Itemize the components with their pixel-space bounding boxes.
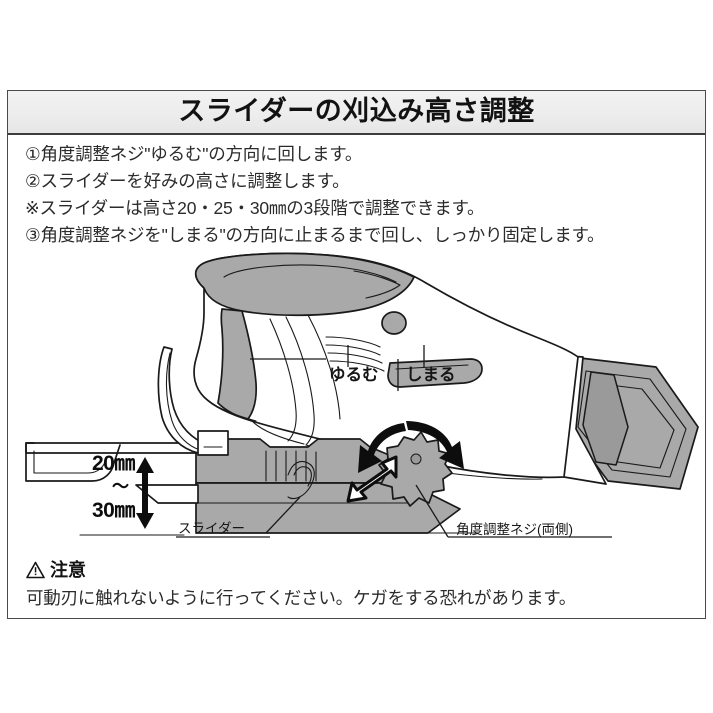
label-angle-screw: 角度調整ネジ(両側) <box>456 522 573 537</box>
instruction-panel: スライダーの刈込み高さ調整 ①角度調整ネジ"ゆるむ"の方向に回します。 ②スライ… <box>7 90 706 619</box>
dimension-lower-value: 30㎜ <box>92 499 135 522</box>
label-loosen: ゆるむ <box>329 366 379 384</box>
caution-text: 可動刃に触れないように行ってください。ケガをする恐れがあります。 <box>26 588 577 608</box>
warning-triangle-icon <box>26 561 45 579</box>
double-headed-slide-arrow <box>346 455 398 503</box>
vent-lines <box>325 336 385 372</box>
slider-leader-line <box>265 496 301 534</box>
dimension-upper-value: 20㎜ <box>92 452 135 475</box>
instruction-steps: ①角度調整ネジ"ゆるむ"の方向に回します。 ②スライダーを好みの高さに調整します… <box>25 141 685 249</box>
instruction-note: ※スライダーは高さ20・25・30㎜の3段階で調整できます。 <box>25 198 485 218</box>
trimmer-housing <box>193 252 607 485</box>
caution-heading: 注意 <box>26 559 686 581</box>
battery-pack <box>567 357 699 490</box>
label-tighten: しまる <box>406 366 456 384</box>
rotate-clockwise-arrow <box>406 421 464 469</box>
instruction-step-2: ②スライダーを好みの高さに調整します。 <box>25 171 350 191</box>
caution-title: 注意 <box>50 560 86 580</box>
double-headed-height-arrow <box>136 457 154 529</box>
screw-leader-line <box>415 484 449 538</box>
dimension-separator: 〜 <box>112 477 129 496</box>
power-button-icon <box>381 311 407 335</box>
panel-title: スライダーの刈込み高さ調整 <box>178 95 535 126</box>
instruction-step-1: ①角度調整ネジ"ゆるむ"の方向に回します。 <box>25 144 363 164</box>
blade-comb <box>265 450 317 482</box>
label-slider: スライダー <box>178 521 245 536</box>
panel-title-bar: スライダーの刈込み高さ調整 <box>8 91 705 135</box>
instruction-step-3: ③角度調整ネジを"しまる"の方向に止まるまで回し、しっかり固定します。 <box>25 225 605 245</box>
caution-block: 注意 可動刃に触れないように行ってください。ケガをする恐れがあります。 <box>26 559 686 610</box>
rotate-counterclockwise-arrow <box>358 423 406 473</box>
hedge-trimmer-illustration: .ol { fill:none; stroke:#1a1a1a; stroke-… <box>8 241 707 571</box>
